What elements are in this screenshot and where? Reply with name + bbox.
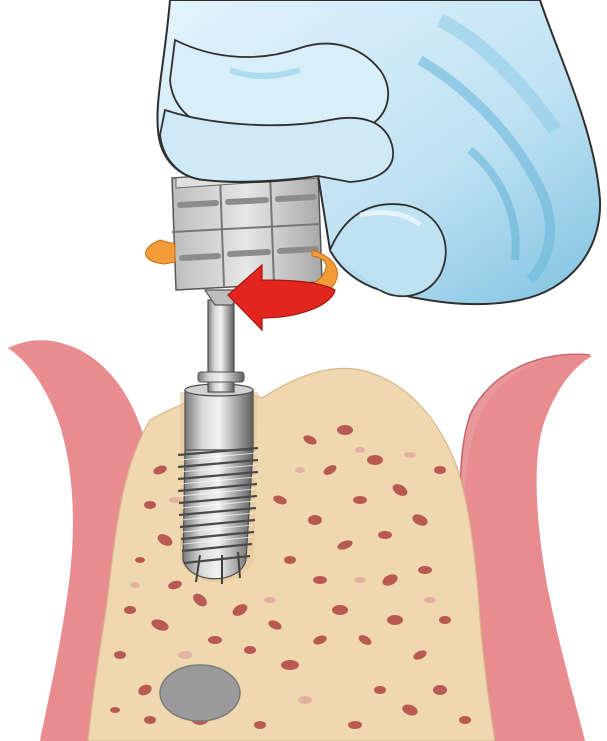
driver-shaft [198,300,244,392]
nerve-canal [160,665,240,721]
dental-implant [178,384,258,584]
